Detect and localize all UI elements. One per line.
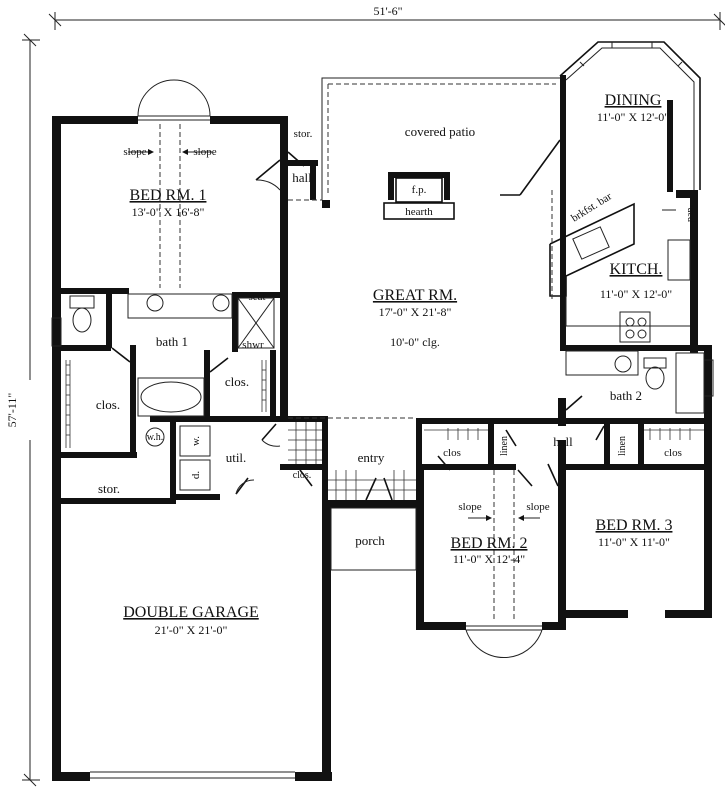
bed1-slope-right: slope (193, 146, 216, 158)
kitchen-fixtures (549, 190, 691, 343)
bath1-fixtures (51, 293, 275, 417)
dryer-label: d. (190, 471, 202, 480)
area-labels: covered patio stor. hall bath 1 seat shw… (96, 124, 682, 548)
room-labels: BED RM. 1 13'-0" X 16'-8" GREAT RM. 17'-… (123, 92, 672, 637)
linen-left-label: linen (499, 436, 510, 456)
stor-label-top: stor. (294, 128, 313, 140)
bed1-closet-left-label: clos. (96, 397, 120, 412)
utility-fixtures (179, 423, 313, 495)
seat-label: seat (248, 291, 265, 303)
kitchen-size: 11'-0" X 12'-0" (600, 287, 672, 301)
garage-title: DOUBLE GARAGE (123, 604, 259, 621)
exterior-walls (52, 75, 712, 781)
bed1-slope-left: slope (123, 146, 146, 158)
great-room-title: GREAT RM. (373, 287, 457, 304)
hall-label-bottom: hall (553, 434, 573, 449)
great-room-ceiling: 10'-0" clg. (390, 335, 440, 349)
bed2-closet-label: clos (443, 447, 461, 459)
bed3-size: 11'-0" X 11'-0" (598, 535, 670, 549)
dining-size: 11'-0" X 12'-0" (597, 110, 669, 124)
bed2-slope-left: slope (458, 501, 481, 513)
breakfast-bar-label: brkfst. bar (569, 190, 614, 224)
bath2-fixtures (565, 350, 714, 414)
garage-stor-label: stor. (98, 481, 120, 496)
pantry-label: pan. (685, 205, 696, 222)
dining-bay-window (559, 41, 701, 190)
water-heater-label: w.h. (147, 432, 164, 443)
linen-right-label: linen (617, 436, 628, 456)
fireplace-label: f.p. (412, 184, 427, 196)
utility-label: util. (226, 450, 247, 465)
bed1-title: BED RM. 1 (130, 187, 207, 204)
dining-title: DINING (605, 92, 662, 109)
hearth-label: hearth (405, 206, 433, 218)
bath2-label: bath 2 (610, 388, 642, 403)
shower-label: shwr (242, 339, 264, 351)
covered-patio-label: covered patio (405, 124, 475, 139)
bed3-title: BED RM. 3 (596, 517, 673, 534)
porch-label: porch (355, 533, 385, 548)
bed1-closet-right-label: clos. (225, 374, 249, 389)
bedroom-hall-doors (424, 425, 704, 487)
porch-outline (330, 507, 417, 571)
fireplace (383, 172, 455, 220)
entry-label: entry (358, 450, 385, 465)
hall-label-top: hall (292, 170, 312, 185)
bed1-size: 13'-0" X 16'-8" (132, 205, 205, 219)
overall-width-label: 51'-6" (373, 4, 402, 18)
great-room-size: 17'-0" X 21'-8" (379, 305, 452, 319)
bed2-title: BED RM. 2 (451, 535, 528, 552)
entry-tile (288, 417, 416, 501)
garage-size: 21'-0" X 21'-0" (155, 623, 228, 637)
interior-walls (61, 160, 712, 506)
bed2-slope-right: slope (526, 501, 549, 513)
washer-label: w. (190, 436, 202, 446)
kitchen-title: KITCH. (610, 261, 663, 278)
garage-door (90, 771, 295, 779)
bath1-label: bath 1 (156, 334, 188, 349)
bed2-slope-lines (465, 470, 543, 659)
overall-depth-label: 57'-11" (5, 393, 19, 428)
bed2-size: 11'-0" X 12'-4" (453, 552, 525, 566)
bed1-closet-hatching (65, 360, 267, 448)
bed3-closet-label: clos (664, 447, 682, 459)
patio-outline (321, 77, 561, 200)
entry-closet-label: clos. (293, 470, 312, 481)
bed1-hall-doors (255, 151, 322, 201)
bed1-slope-lines (128, 79, 212, 288)
